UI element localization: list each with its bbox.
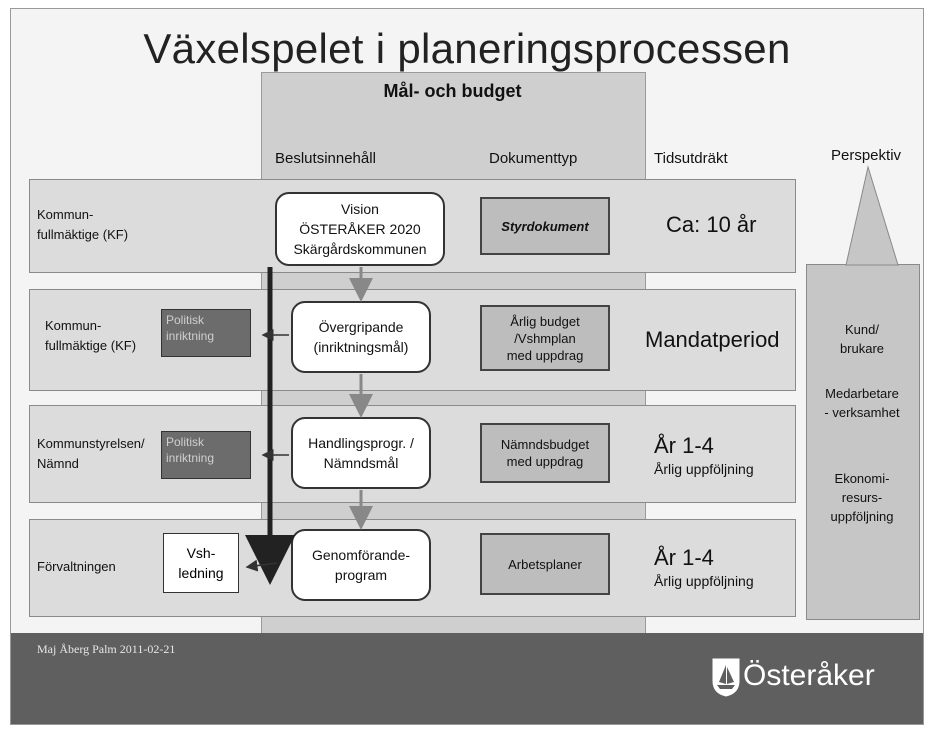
time-ar-1-4-row4: År 1-4 <box>654 545 714 570</box>
perspective-item-kund: Kund/ brukare <box>839 322 885 356</box>
time-ca-10-ar: Ca: 10 år <box>666 212 757 237</box>
slide: Växelspelet i planeringsprocessen Mål- o… <box>10 8 924 725</box>
osteraker-logo-text: Österåker <box>743 659 875 692</box>
vsh-ledning-box: Vsh- ledning <box>163 533 239 593</box>
center-column-title: Mål- och budget <box>383 81 522 101</box>
time-arlig-uppfoljning-row4: Årlig uppföljning <box>654 573 754 589</box>
row-label-kf-1: Kommun- fullmäktige (KF) <box>37 207 129 242</box>
politisk-inriktning-box-2: Politisk inriktning <box>161 431 251 479</box>
row-label-ks-namnd: Kommunstyrelsen/ Nämnd <box>37 436 145 471</box>
decision-box-overgripande: Övergripande (inriktningsmål) <box>291 301 431 373</box>
perspective-callout-pointer <box>845 165 899 266</box>
time-arlig-uppfoljning-row3: Årlig uppföljning <box>654 461 754 477</box>
time-mandatperiod: Mandatperiod <box>645 327 780 352</box>
perspective-panel <box>806 264 920 620</box>
decision-box-vision: Vision ÖSTERÅKER 2020 Skärgårdskommunen <box>275 192 445 266</box>
perspective-item-ekonomi: Ekonomi- resurs- uppföljning <box>830 471 894 524</box>
row-label-kf-2: Kommun- fullmäktige (KF) <box>45 318 137 353</box>
row-label-forvaltningen: Förvaltningen <box>37 559 116 574</box>
arrow-to-vsh-ledning <box>245 559 278 572</box>
header-perspektiv: Perspektiv <box>831 147 902 164</box>
time-ar-1-4-row3: År 1-4 <box>654 433 714 458</box>
decision-box-genomforande: Genomförande- program <box>291 529 431 601</box>
slide-title: Växelspelet i planeringsprocessen <box>143 25 791 72</box>
footer-bar <box>11 633 923 724</box>
flow-arrows <box>245 267 373 585</box>
politisk-inriktning-box-1: Politisk inriktning <box>161 309 251 357</box>
header-dokumenttyp: Dokumenttyp <box>489 150 578 167</box>
header-tidsutdrakt: Tidsutdräkt <box>654 150 728 167</box>
document-box-namndsbudget: Nämndsbudget med uppdrag <box>480 423 610 483</box>
perspective-item-medarbetare: Medarbetare - verksamhet <box>824 386 900 420</box>
header-beslutsinnehall: Beslutsinnehåll <box>275 150 376 167</box>
footer-author-date: Maj Åberg Palm 2011-02-21 <box>37 642 176 656</box>
document-box-arbetsplaner: Arbetsplaner <box>480 533 610 595</box>
document-box-styrdokument: Styrdokument <box>480 197 610 255</box>
osteraker-shield-icon <box>712 658 740 697</box>
document-box-arlig-budget: Årlig budget /Vshmplan med uppdrag <box>480 305 610 371</box>
decision-box-handlingsprogr: Handlingsprogr. / Nämndsmål <box>291 417 431 489</box>
